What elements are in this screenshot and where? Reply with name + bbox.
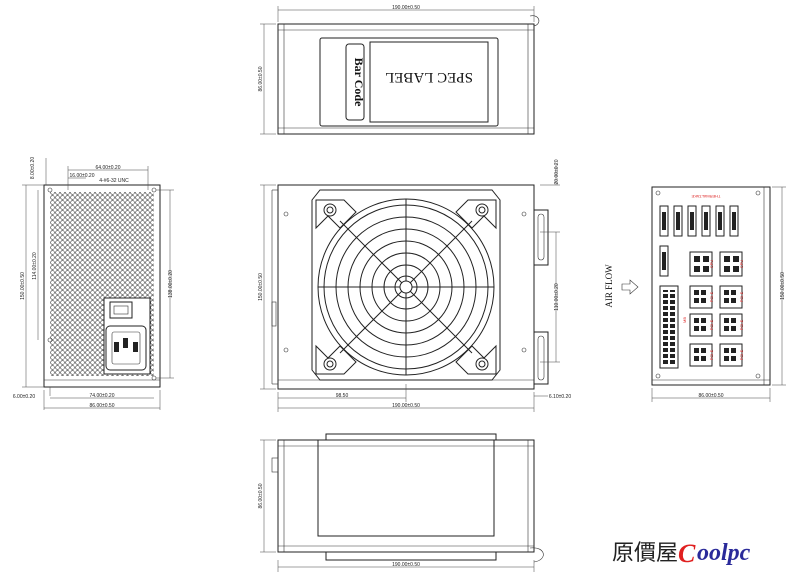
- screw-hole: [47, 337, 53, 343]
- sata-connectors: [659, 205, 739, 277]
- watermark-c: C: [678, 539, 696, 568]
- top-width-dim: 190.00±0.50: [392, 5, 420, 11]
- fan-frame: [311, 189, 501, 381]
- fan-guard: [317, 198, 495, 376]
- top-view: SPEC LABEL Bar Code 190.00±0.50 86.00±0.…: [258, 5, 540, 135]
- brand-mark: THERMALTAKE: [691, 194, 720, 199]
- dim-16: 16.00±0.20: [70, 173, 95, 179]
- dim-width-190: 190.00±0.50: [392, 403, 420, 409]
- bottom-view-outline: [277, 439, 535, 553]
- mb-connector: MB: [659, 285, 687, 369]
- pcie-connectors: PCI-E PCI-E PCI-E PCI-E PCI-E PCI-E: [689, 285, 744, 367]
- bar-code-box: [345, 43, 365, 121]
- dim-64: 64.00±0.20: [96, 165, 121, 171]
- connector-label: CPU: [709, 260, 714, 269]
- dim-20: 20.00±0.20: [554, 159, 560, 184]
- bottom-width-dim: 190.00±0.50: [392, 562, 420, 568]
- dim-left-114: 114.00±0.20: [32, 252, 38, 280]
- watermark-cn: 原價屋: [612, 541, 678, 566]
- modular-view-outline: [651, 186, 771, 386]
- bottom-view: 86.00±0.50 190.00±0.50: [258, 433, 544, 572]
- dim-98: 98.50: [336, 393, 349, 399]
- label-area: [319, 37, 499, 127]
- screw-note: 4-#6-32 UNC: [99, 178, 129, 184]
- dim-bottom-6: 6.00±0.20: [13, 394, 35, 400]
- dim-left-150: 150.00±0.50: [20, 272, 26, 300]
- dim-right-138: 138.00±0.20: [168, 270, 174, 298]
- dim-110: 110.00±0.20: [554, 283, 560, 311]
- watermark-rest: oolpc: [697, 540, 751, 566]
- dim-height-150: 150.00±0.50: [258, 273, 264, 301]
- top-view-outline: [277, 23, 535, 135]
- connector-label: PCI-E: [739, 319, 744, 330]
- side-view: 64.00±0.20 16.00±0.20 4-#6-32 UNC 8.00±0…: [13, 157, 174, 410]
- inlet-panel: [103, 297, 151, 375]
- screw-hole: [151, 375, 157, 381]
- modular-view: THERMALTAKE CPU CPU: [604, 186, 786, 402]
- cpu-connectors: CPU CPU: [689, 251, 744, 277]
- coolpc-watermark: 原價屋 C oolpc: [612, 539, 751, 568]
- connector-label: PCI-E: [709, 319, 714, 330]
- connector-label: CPU: [739, 260, 744, 269]
- dim-74: 74.00±0.20: [90, 393, 115, 399]
- connector-label: PCI-E: [709, 291, 714, 302]
- power-switch: [109, 301, 133, 319]
- dim-86: 86.00±0.50: [90, 403, 115, 409]
- connector-label: PCI-E: [739, 349, 744, 360]
- modular-width-dim: 86.00±0.50: [699, 393, 724, 399]
- screw-hole: [47, 187, 53, 193]
- fan-view: 20.00±0.20 110.00±0.20 150.00±0.50 98.50…: [258, 159, 571, 412]
- ac-inlet: [105, 325, 147, 371]
- top-height-dim: 86.00±0.50: [258, 66, 264, 91]
- air-flow-label: AIR FLOW: [604, 264, 614, 308]
- dim-top-offset: 8.00±0.20: [30, 157, 36, 179]
- bar-code-text: Bar Code: [352, 58, 366, 107]
- connector-label: PCI-E: [739, 291, 744, 302]
- bottom-plate: [317, 439, 495, 537]
- dim-6-10: 6.10±0.20: [549, 394, 571, 400]
- connector-label: MB: [682, 317, 687, 323]
- screw-hole: [151, 187, 157, 193]
- spec-label-text: SPEC LABEL: [385, 69, 473, 85]
- side-view-outline: [43, 184, 161, 388]
- air-flow-arrow-icon: [621, 279, 639, 295]
- fan-corner-mounts: [315, 199, 497, 375]
- modular-height-dim: 150.00±0.50: [780, 272, 786, 300]
- connector-label: PCI-E: [709, 349, 714, 360]
- bottom-height-dim: 86.00±0.50: [258, 483, 264, 508]
- spec-label-box: [369, 41, 489, 123]
